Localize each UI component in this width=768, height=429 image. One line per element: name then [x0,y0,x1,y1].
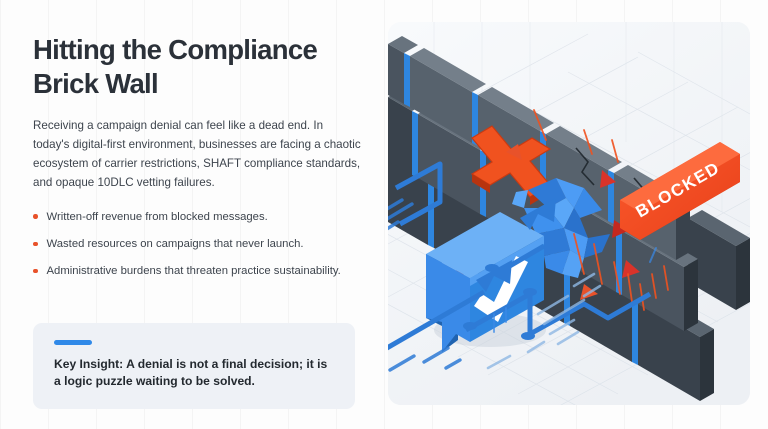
arrow-heads [476,198,556,292]
node-dot [523,288,537,296]
list-item-label: Written-off revenue from blocked message… [46,210,268,223]
page-title: Hitting the Compliance Brick Wall [33,34,318,99]
list-item-label: Administrative burdens that threaten pra… [46,265,341,278]
decorative-dashes-light [486,272,602,370]
content-column: Hitting the Compliance Brick Wall Receiv… [33,34,362,280]
list-item: Administrative burdens that threaten pra… [33,263,362,279]
brick-wall-illustration: BLOCKED [388,22,750,405]
node-dot [463,322,477,330]
pain-point-list: Written-off revenue from blocked message… [33,209,362,280]
key-insight-text: Key Insight: A denial is not a final dec… [54,356,328,389]
list-item: Wasted resources on campaigns that never… [33,236,362,252]
node-dot [521,332,535,340]
list-item: Written-off revenue from blocked message… [33,209,362,225]
decorative-dashes [388,198,462,372]
node-dot [485,264,499,272]
brick [404,48,486,143]
path-nodes [463,264,537,340]
arrow-head-icon [520,198,556,230]
accent-bar [54,340,92,345]
intro-paragraph: Receiving a campaign denial can feel lik… [33,119,361,189]
illustration-panel: BLOCKED [388,22,750,405]
arrow-head-icon [476,260,512,292]
list-item-label: Wasted resources on campaigns that never… [46,238,304,251]
bullet-dot-icon [33,268,38,274]
brick [688,210,750,310]
brick [388,36,418,104]
bullet-dot-icon [33,241,38,247]
key-insight-callout: Key Insight: A denial is not a final dec… [33,323,355,410]
bullet-dot-icon [33,214,38,219]
checkmark-icon [474,256,528,322]
accent-ticks [493,247,657,333]
